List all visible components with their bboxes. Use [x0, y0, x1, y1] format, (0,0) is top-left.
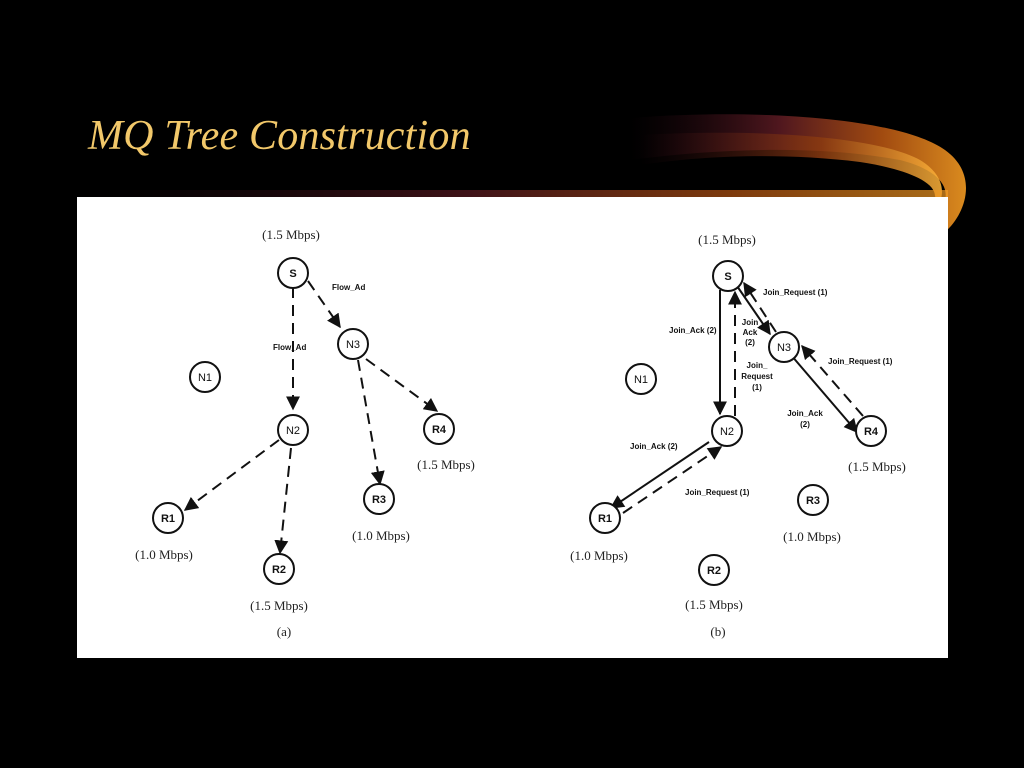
- edge-b-r1-n2-request: [622, 446, 723, 514]
- edge-label-join-request-s-n3: Join_Request (1): [763, 288, 828, 297]
- svg-text:N1: N1: [634, 374, 648, 386]
- node-a-s: S: [277, 257, 309, 289]
- node-a-r4: R4: [423, 413, 455, 445]
- edge-b-n2-r1-ack: [609, 441, 710, 509]
- node-a-r3: R3: [363, 483, 395, 515]
- rate-b-r2: (1.5 Mbps): [685, 597, 743, 612]
- svg-text:R3: R3: [806, 495, 820, 507]
- node-a-n1: N1: [189, 361, 221, 393]
- edge-b-s-n3-ack: [736, 285, 771, 336]
- svg-text:N2: N2: [720, 426, 734, 438]
- node-a-n2: N2: [277, 414, 309, 446]
- edge-label-join-ack-r4-n3-1: Join_Ack: [787, 409, 823, 418]
- svg-text:S: S: [289, 268, 296, 280]
- node-a-r1: R1: [152, 502, 184, 534]
- edge-label-join-ack-n3-s-1: Join: [742, 318, 759, 327]
- slide-title: MQ Tree Construction: [88, 113, 471, 159]
- edge-label-join-request-n2-s-2: Request: [741, 372, 773, 381]
- svg-text:R4: R4: [432, 424, 447, 436]
- diagram-b-edges: [609, 281, 864, 514]
- node-b-n3: N3: [768, 331, 800, 363]
- edge-label-join-ack-r4-n3-2: (2): [800, 420, 810, 429]
- svg-text:R4: R4: [864, 426, 879, 438]
- edge-a-s-n3: [307, 280, 341, 329]
- edge-a-n3-r3: [357, 359, 385, 486]
- rate-b-r3: (1.0 Mbps): [783, 529, 841, 544]
- edge-b-r4-n3-request: [801, 344, 864, 417]
- diagram-b: Join_Request (1) Join_Ack (2) Join Ack (…: [570, 232, 906, 639]
- caption-a: (a): [277, 624, 291, 639]
- svg-text:S: S: [724, 271, 731, 283]
- edge-label-flow-ad-1: Flow_Ad: [332, 283, 365, 292]
- svg-text:N3: N3: [346, 339, 360, 351]
- rate-b-r4: (1.5 Mbps): [848, 459, 906, 474]
- edge-label-join-request-n2-s-1: Join_: [747, 361, 768, 370]
- node-b-r3: R3: [797, 484, 829, 516]
- edge-a-n3-r4: [365, 358, 439, 412]
- svg-text:N1: N1: [198, 372, 212, 384]
- node-a-n3: N3: [337, 328, 369, 360]
- edge-a-n2-r1: [183, 439, 280, 511]
- node-b-n1: N1: [625, 363, 657, 395]
- diagram-a-edges: [183, 280, 439, 555]
- mq-tree-figure: Flow_Ad Flow_Ad (1.5 Mbps) (1.5 Mbps) (1…: [135, 227, 906, 639]
- rate-a-s: (1.5 Mbps): [262, 227, 320, 242]
- rate-a-r4: (1.5 Mbps): [417, 457, 475, 472]
- rate-b-r1: (1.0 Mbps): [570, 548, 628, 563]
- figure-panel: Flow_Ad Flow_Ad (1.5 Mbps) (1.5 Mbps) (1…: [77, 197, 948, 658]
- node-b-r1: R1: [589, 502, 621, 534]
- svg-text:R1: R1: [161, 513, 175, 525]
- edge-label-join-request-n2-s-3: (1): [752, 383, 762, 392]
- svg-text:R2: R2: [707, 565, 721, 577]
- edge-label-join-ack-n3-s-3: (2): [745, 338, 755, 347]
- caption-b: (b): [710, 624, 725, 639]
- node-b-s: S: [712, 260, 744, 292]
- rate-a-r2: (1.5 Mbps): [250, 598, 308, 613]
- edge-label-join-ack-s-n2: Join_Ack (2): [669, 326, 717, 335]
- rate-a-r3: (1.0 Mbps): [352, 528, 410, 543]
- edge-label-join-request-n3-r4: Join_Request (1): [828, 357, 893, 366]
- diagram-a: Flow_Ad Flow_Ad (1.5 Mbps) (1.5 Mbps) (1…: [135, 227, 475, 639]
- svg-text:R1: R1: [598, 513, 612, 525]
- edge-label-join-ack-n3-s-2: Ack: [743, 328, 758, 337]
- edge-b-n3-r4-ack: [790, 354, 858, 434]
- node-a-r2: R2: [263, 553, 295, 585]
- svg-text:R2: R2: [272, 564, 286, 576]
- svg-text:R3: R3: [372, 494, 386, 506]
- edge-label-flow-ad-2: Flow_Ad: [273, 343, 306, 352]
- node-b-n2: N2: [711, 415, 743, 447]
- node-b-r2: R2: [698, 554, 730, 586]
- rate-a-r1: (1.0 Mbps): [135, 547, 193, 562]
- rate-b-s: (1.5 Mbps): [698, 232, 756, 247]
- edge-a-n2-r2: [274, 447, 292, 555]
- edge-label-join-ack-n2-r1: Join_Ack (2): [630, 442, 678, 451]
- edge-label-join-request-r1-n2: Join_Request (1): [685, 488, 750, 497]
- svg-text:N2: N2: [286, 425, 300, 437]
- svg-text:N3: N3: [777, 342, 791, 354]
- node-b-r4: R4: [855, 415, 887, 447]
